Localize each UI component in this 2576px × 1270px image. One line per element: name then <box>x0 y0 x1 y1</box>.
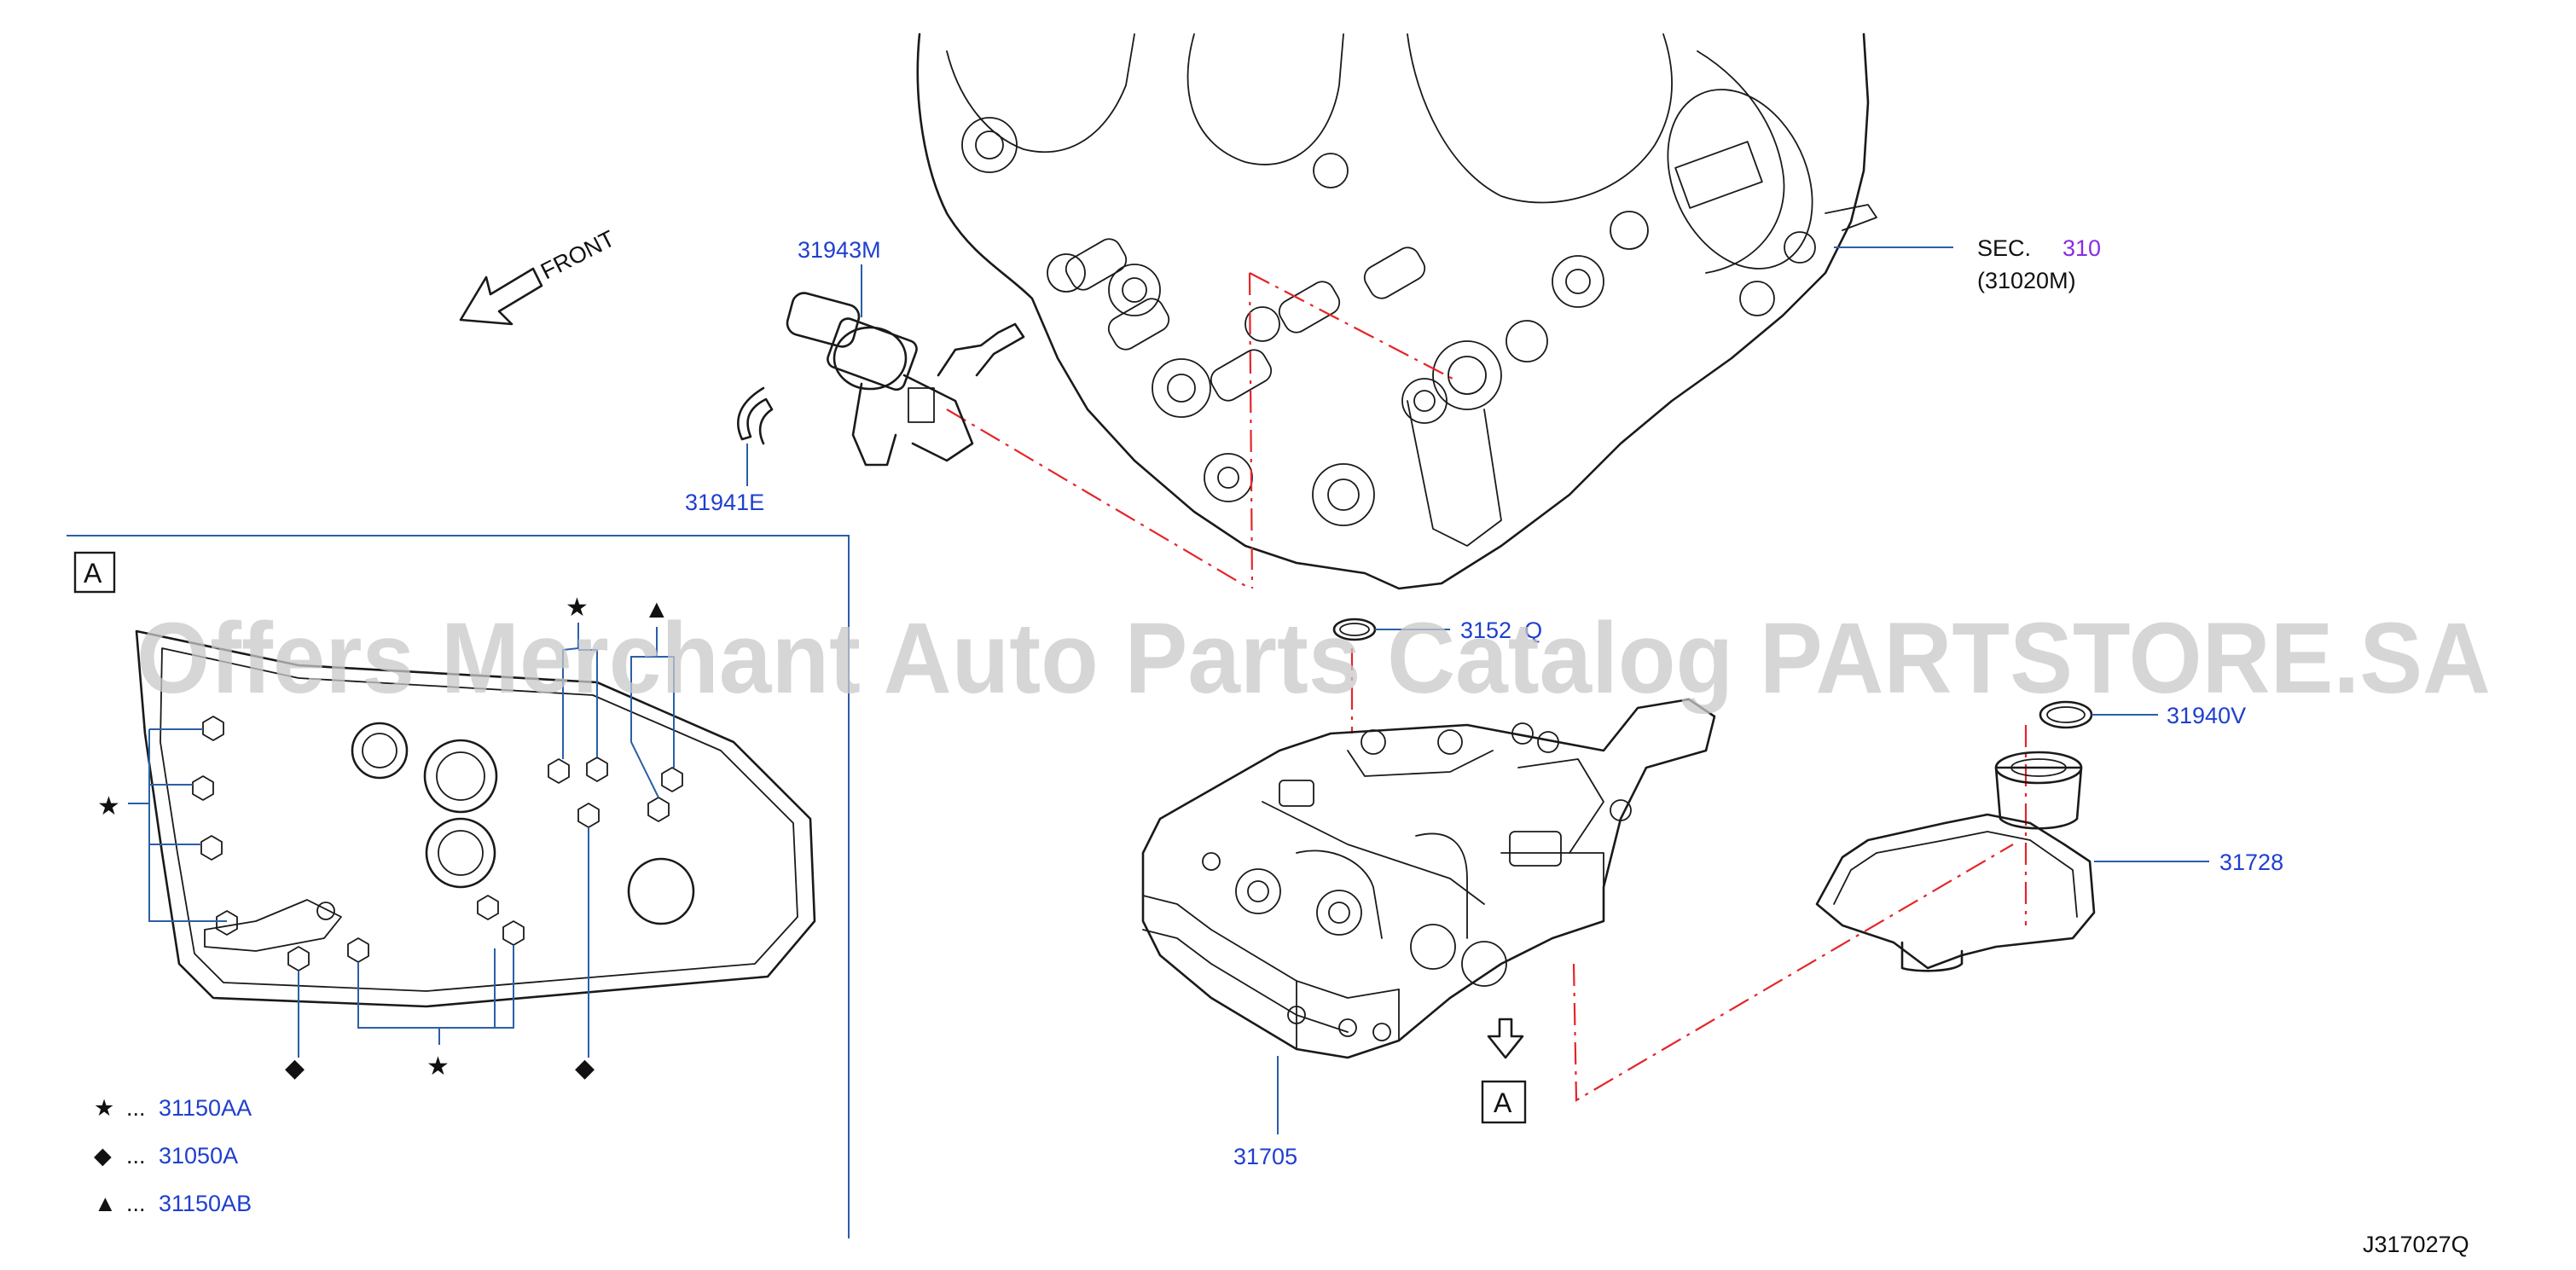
part-label-31728[interactable]: 31728 <box>2219 850 2283 875</box>
clip-31941E-drawing[interactable] <box>737 386 774 445</box>
legend-part-31150AA[interactable]: 31150AA <box>159 1095 252 1121</box>
front-label: FRONT <box>537 225 618 284</box>
legend-symbol: ★ <box>94 1095 114 1121</box>
legend-dots: ... <box>126 1095 146 1121</box>
diagram-code: J317027Q <box>2363 1232 2469 1257</box>
bolt-mark-diamond: ◆ <box>285 1054 305 1082</box>
legend-dots: ... <box>126 1191 146 1216</box>
part-label-31526Q[interactable]: 3152 Q <box>1460 618 1542 643</box>
legend-part-31050A[interactable]: 31050A <box>159 1143 238 1169</box>
bolt-mark-star: ★ <box>426 1053 450 1081</box>
strainer-31728-drawing[interactable] <box>1815 751 2096 972</box>
bolt-mark-diamond: ◆ <box>575 1054 595 1082</box>
bolt-mark-triangle: ▲ <box>644 595 670 623</box>
view-a-arrow-icon <box>1487 1018 1524 1059</box>
section-ref: (31020M) <box>1977 268 2076 293</box>
bolt-leader-lines <box>128 623 675 1058</box>
part-label-31940V[interactable]: 31940V <box>2167 703 2246 728</box>
section-number[interactable]: 310 <box>2063 235 2101 261</box>
watermark-text: Offers Merchant Auto Parts Catalog PARTS… <box>136 602 2491 715</box>
part-label-31941E[interactable]: 31941E <box>685 490 764 515</box>
legend-symbol: ▲ <box>94 1191 117 1216</box>
part-label-31943M[interactable]: 31943M <box>798 237 881 263</box>
bolt-mark-star: ★ <box>566 594 589 622</box>
legend-dots: ... <box>126 1143 146 1169</box>
legend-part-31150AB[interactable]: 31150AB <box>159 1191 252 1216</box>
view-a-indicator-label: A <box>1494 1087 1512 1118</box>
solenoid-31943M-drawing[interactable] <box>785 290 1025 467</box>
view-a-indicator-box <box>1481 1080 1527 1124</box>
section-prefix: SEC. <box>1977 235 2031 261</box>
bolt-legend: ★ ... 31150AA ◆ ... 31050A ▲ ... 31150AB <box>94 1095 252 1216</box>
front-arrow-icon <box>459 267 543 326</box>
bolt-hex-markers <box>192 716 683 971</box>
legend-symbol: ◆ <box>94 1143 112 1169</box>
view-a-frame <box>67 535 850 1238</box>
alignment-centerlines <box>946 272 2028 1102</box>
view-a-label: A <box>84 558 102 589</box>
bolt-mark-star: ★ <box>97 792 120 821</box>
part-label-31705[interactable]: 31705 <box>1233 1144 1297 1169</box>
control-valve-31705-drawing[interactable] <box>1141 698 1716 1059</box>
transmission-case-drawing[interactable] <box>916 32 1877 590</box>
